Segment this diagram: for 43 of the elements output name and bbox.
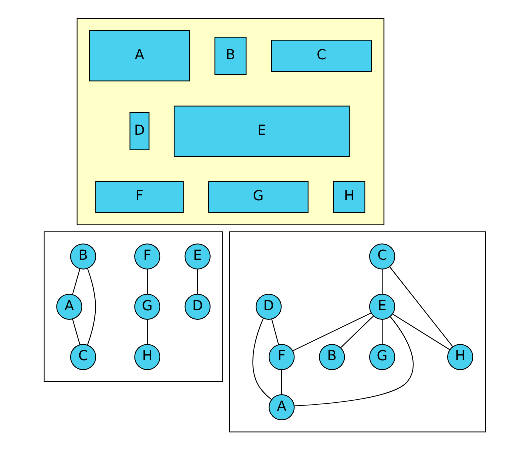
node-circle: A [56,294,83,320]
node-circle: F [134,244,161,270]
node-circle: B [319,344,346,370]
node-circle: D [184,294,211,320]
connector [340,316,374,348]
connector [390,266,454,348]
node-box: E [174,106,350,158]
connector [392,314,451,350]
connector [197,268,198,295]
connector [281,369,282,396]
connector [252,318,272,400]
connector [72,268,81,296]
connector [382,268,383,295]
node-circle: C [70,344,96,370]
node-circle: C [369,244,396,270]
node-circle: B [70,244,96,270]
node-box: F [96,181,184,214]
node-box: H [333,181,366,214]
cluster [229,232,486,433]
node-circle: E [369,294,396,320]
node-box: G [208,181,309,214]
connector [292,312,372,352]
node-circle: E [184,244,211,270]
node-circle: H [134,344,161,370]
node-box: D [130,112,150,151]
connector [147,268,148,295]
connector [382,319,383,345]
node-circle: F [268,344,295,370]
connector [272,318,280,346]
connector [147,319,148,345]
connector [294,316,414,407]
node-circle: G [134,294,161,320]
node-circle: H [447,344,474,370]
node-circle: G [369,344,396,370]
cluster [76,18,385,226]
node-box: B [214,36,247,76]
connector [87,268,96,346]
node-box: A [89,30,190,82]
cluster [44,232,224,382]
node-box: C [272,40,372,72]
connector [72,318,81,346]
node-circle: D [256,294,282,320]
node-circle: A [268,394,295,421]
